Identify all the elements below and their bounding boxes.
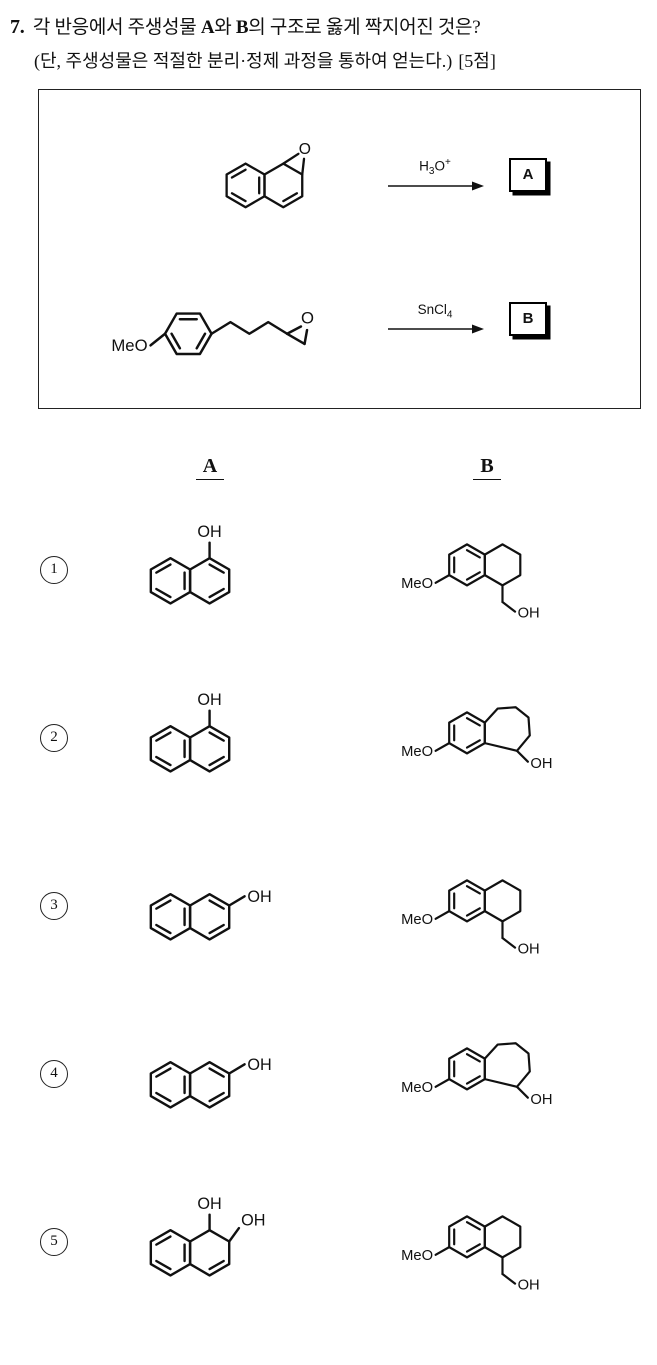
column-header-b: B <box>473 455 501 480</box>
question-condition: (단, 주생성물은 적절한 분리·정제 과정을 통하여 얻는다.) <box>34 50 453 71</box>
choice-1-structure-b <box>399 542 541 622</box>
reaction-2-arrow-group: SnCl4 <box>385 302 485 336</box>
product-a-box: A <box>509 157 547 192</box>
question-part2: 와 <box>214 17 232 38</box>
column-header-a: A <box>195 455 225 480</box>
choice-row-2[interactable]: 2 <box>40 654 639 822</box>
reaction-row-2: SnCl4 B <box>45 260 634 378</box>
choice-number-4[interactable]: 4 <box>40 1059 68 1088</box>
choice-number-5[interactable]: 5 <box>40 1227 68 1256</box>
reaction-row-1: H3O+ A <box>45 116 634 234</box>
reaction-1-arrow-group: H3O+ <box>385 157 485 192</box>
choice-row-3[interactable]: 3 <box>40 822 639 990</box>
choice-2-structure-a <box>149 689 231 773</box>
reagent-h3o-label: H3O+ <box>419 156 451 178</box>
choice-3-structure-b <box>399 878 541 958</box>
choice-2-structure-b <box>399 705 554 773</box>
choice-3-structure-a <box>149 886 273 941</box>
question-part1: 각 반응에서 주생성물 <box>32 17 197 38</box>
question-number: 7. <box>10 16 25 38</box>
reaction-box: H3O+ A SnCl4 B <box>38 88 641 409</box>
question-text: 7. 각 반응에서 주생성물 A와 B의 구조로 옳게 짝지어진 것은? <box>10 12 649 43</box>
choice-5-structure-a <box>149 1193 267 1277</box>
choice-row-1[interactable]: 1 <box>40 486 639 654</box>
reaction-1-arrow <box>386 180 484 192</box>
choice-number-1[interactable]: 1 <box>40 555 68 584</box>
choice-4-structure-a <box>149 1054 273 1109</box>
choice-number-2[interactable]: 2 <box>40 723 68 752</box>
reaction-1-molecule-cell <box>45 120 385 229</box>
reaction-2-molecule-cell <box>45 264 385 373</box>
question-part3: 의 구조로 옳게 짝지어진 것은? <box>248 17 481 38</box>
reaction-2-arrow <box>386 324 484 335</box>
answer-table: A B 1 2 3 4 5 <box>40 455 639 1326</box>
answer-header-row: A B <box>40 455 639 480</box>
question-points: [5점] <box>458 50 496 71</box>
question-condition-line: (단, 주생성물은 적절한 분리·정제 과정을 통하여 얻는다.)[5점] <box>34 47 649 73</box>
choice-5-structure-b <box>399 1214 541 1294</box>
choice-number-3[interactable]: 3 <box>40 891 68 920</box>
question-product-a: A <box>200 17 215 38</box>
choice-1-structure-a <box>149 521 231 605</box>
naphthalene-epoxide-drawing <box>225 139 313 209</box>
choice-4-structure-b <box>399 1041 554 1109</box>
product-b-box: B <box>509 301 547 336</box>
reagent-sncl4-label: SnCl4 <box>417 301 453 321</box>
methoxyphenyl-epoxide-drawing <box>110 307 316 357</box>
question-product-b: B <box>235 17 249 38</box>
choice-row-5[interactable]: 5 <box>40 1158 639 1326</box>
choice-row-4[interactable]: 4 <box>40 990 639 1158</box>
